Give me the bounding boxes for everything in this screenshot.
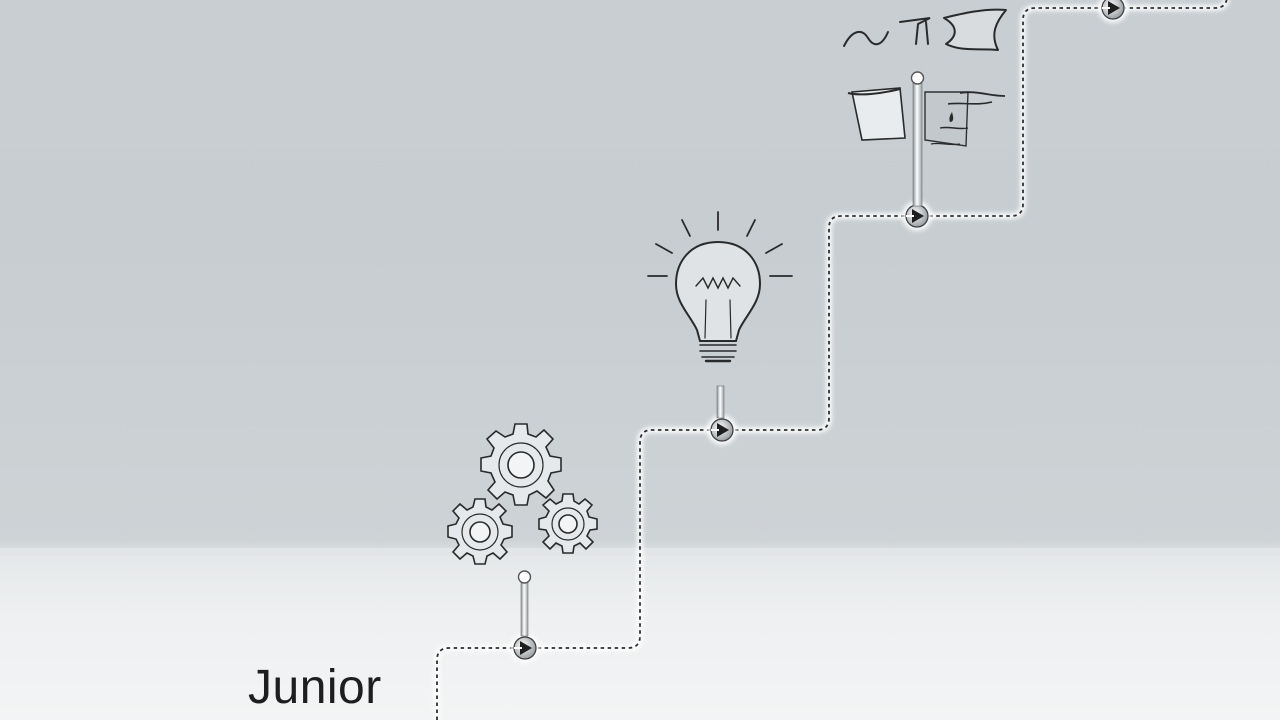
lightbulb-icon <box>647 211 793 363</box>
level-label: Junior <box>248 661 382 714</box>
flag-icon <box>843 8 1007 207</box>
pin-stem <box>716 385 725 419</box>
pin-stem <box>517 570 532 637</box>
arrow-marker-icon <box>707 415 737 445</box>
staircase-path <box>434 0 1230 720</box>
arrow-marker-icon <box>1098 0 1128 23</box>
arrow-marker-icon <box>510 633 540 663</box>
gears-icon <box>447 423 598 565</box>
arrow-marker-icon <box>902 201 932 231</box>
